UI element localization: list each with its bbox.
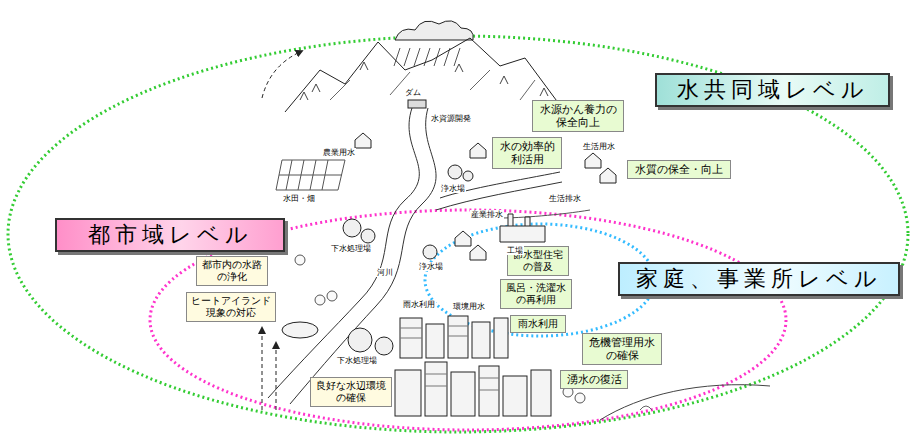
illustration-label: 下水処理場 <box>336 356 378 365</box>
illustration-label: 工場 <box>506 246 524 255</box>
box-text: ヒートアイランド現象の対応 <box>191 295 271 319</box>
basin-region <box>8 36 908 432</box>
illustration-label: 浄水場 <box>440 184 466 193</box>
goal-box: ヒートアイランド現象の対応 <box>186 292 276 322</box>
box-text: 良好な水辺環境の確保 <box>315 380 387 404</box>
goal-box: 都市内の水路の浄化 <box>196 256 268 286</box>
illustration-label: 下水処理場 <box>330 244 372 253</box>
goal-box: 風呂・洗濯水の再利用 <box>500 279 572 309</box>
level-label: 水共同域レベル <box>655 73 890 107</box>
level-label: 家庭、事業所レベル <box>618 262 900 296</box>
illustration-label: 水田・畑 <box>282 194 316 203</box>
illustration-label: 環境用水 <box>452 302 486 311</box>
illustration-label: 生活用水 <box>582 142 616 151</box>
box-text: 都市域レベル <box>63 221 277 249</box>
level-label: 都市域レベル <box>55 218 285 252</box>
illustration-label: 水資源開発 <box>430 114 472 123</box>
goal-box: 雨水利用 <box>510 315 566 333</box>
goal-box: 危機管理用水の確保 <box>582 333 662 365</box>
goal-box: 良好な水辺環境の確保 <box>310 377 392 407</box>
goal-box: 水の効率的利活用 <box>492 137 562 169</box>
illustration-label: ダム <box>404 88 422 97</box>
box-text: 水質の保全・向上 <box>632 163 726 176</box>
box-text: 雨水利用 <box>515 318 561 330</box>
box-text: 水の効率的利活用 <box>497 140 557 166</box>
goal-box: 水質の保全・向上 <box>627 160 731 179</box>
box-text: 家庭、事業所レベル <box>626 265 892 293</box>
illustration-label: 農業用水 <box>322 148 356 157</box>
box-text: 風呂・洗濯水の再利用 <box>505 282 567 306</box>
illustration-label: 河川 <box>376 268 394 277</box>
illustration-label: 浄水場 <box>418 262 444 271</box>
box-text: 水源かん養力の保全向上 <box>537 103 619 129</box>
box-text: 水共同域レベル <box>663 76 882 104</box>
goal-box: 水源かん養力の保全向上 <box>532 100 624 132</box>
illustration-label: 雨水利用 <box>402 300 436 309</box>
box-text: 都市内の水路の浄化 <box>201 259 263 283</box>
box-text: 湧水の復活 <box>565 373 623 386</box>
illustration-label: 産業排水 <box>470 210 504 219</box>
goal-box: 湧水の復活 <box>560 370 628 389</box>
illustration-label: 生活排水 <box>548 194 582 203</box>
box-text: 危機管理用水の確保 <box>587 336 657 362</box>
